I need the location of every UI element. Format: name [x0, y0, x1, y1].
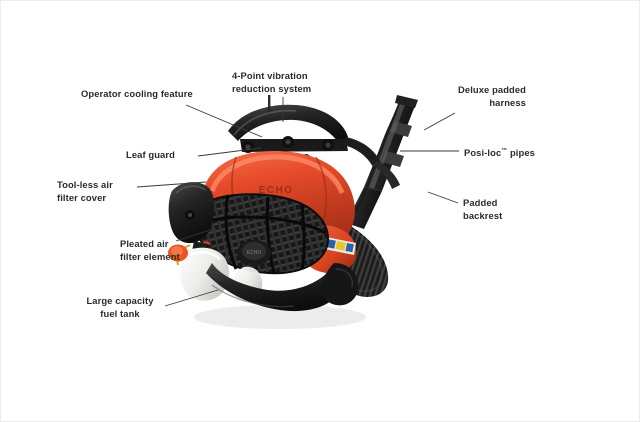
callout-padded-backrest: Padded backrest [463, 197, 503, 221]
backplate-base [206, 263, 359, 312]
callout-posi-loc-pipes: Posi-loc™ pipes [464, 147, 535, 159]
callout-pleated-air-filter-element: Pleated air filter element [120, 238, 180, 262]
frame-rod [268, 95, 271, 117]
product-image-backpack-blower: ECHO [150, 95, 450, 335]
recoil-starter: ECHO [237, 240, 271, 266]
product-shadow [194, 305, 366, 329]
callout-operator-cooling-feature: Operator cooling feature [81, 88, 193, 99]
fuel-cap [168, 244, 188, 262]
callout-tool-less-air-filter-cover: Tool-less air filter cover [57, 179, 113, 203]
callout-four-point-vibration-reduction-system: 4-Point vibration reduction system [232, 70, 312, 94]
engine-cooling-grill [197, 193, 330, 275]
svg-text:ECHO: ECHO [247, 250, 262, 256]
callout-leaf-guard: Leaf guard [126, 149, 175, 160]
harness-strap [344, 137, 400, 189]
callout-deluxe-padded-harness: Deluxe padded harness [458, 84, 526, 108]
callout-large-capacity-fuel-tank: Large capacity fuel tank [86, 295, 154, 319]
warning-decal [324, 237, 356, 255]
brand-mark: ECHO [259, 185, 294, 196]
